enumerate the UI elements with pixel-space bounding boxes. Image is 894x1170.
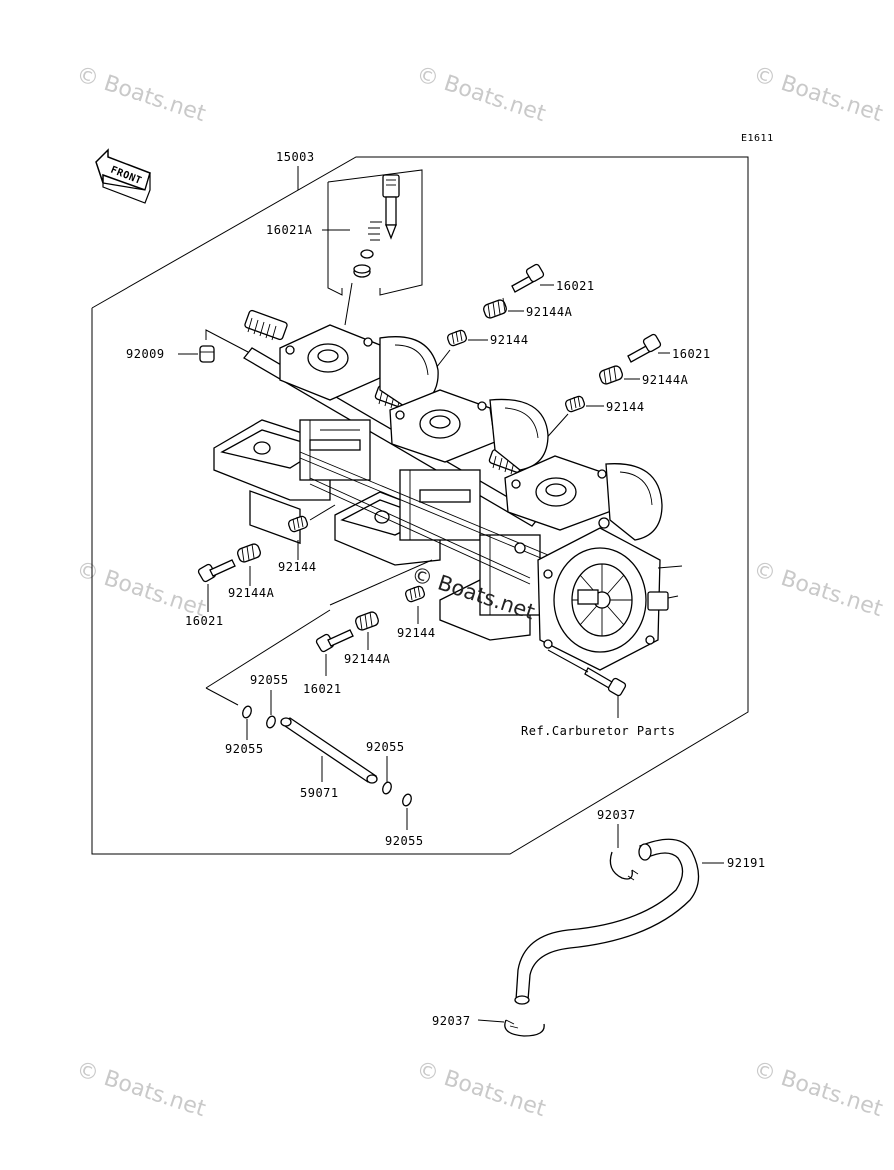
part-label-16021: 16021 bbox=[303, 682, 342, 696]
part-label-92055: 92055 bbox=[366, 740, 405, 754]
part-label-59071: 59071 bbox=[300, 786, 339, 800]
clamp-92037-icon bbox=[504, 1019, 545, 1037]
part-label-92055: 92055 bbox=[225, 742, 264, 756]
spring-92144-icon bbox=[287, 515, 309, 533]
spring-92144-icon bbox=[446, 329, 468, 347]
part-label-15003: 15003 bbox=[276, 150, 315, 164]
spring-92144a-icon bbox=[237, 543, 261, 563]
part-label-16021: 16021 bbox=[185, 614, 224, 628]
watermark: © Boats.net bbox=[413, 62, 549, 127]
o-ring-92055-icon bbox=[242, 705, 276, 729]
part-label-92144a: 92144A bbox=[344, 652, 391, 666]
part-label-92055: 92055 bbox=[385, 834, 424, 848]
part-label-92037: 92037 bbox=[432, 1014, 471, 1028]
watermark: © Boats.net bbox=[750, 557, 886, 622]
watermark: © Boats.net bbox=[413, 1057, 549, 1122]
part-label-92144a: 92144A bbox=[526, 305, 573, 319]
part-label-92009: 92009 bbox=[126, 347, 165, 361]
screw-ref-icon bbox=[584, 667, 627, 697]
carburetor-assembly-illustration bbox=[213, 309, 683, 671]
clamp-92037-icon bbox=[609, 851, 639, 881]
watermark: © Boats.net bbox=[750, 62, 886, 127]
part-label-92144: 92144 bbox=[606, 400, 645, 414]
front-arrow-icon: FRONT bbox=[95, 148, 151, 204]
fuel-pipe-59071-icon bbox=[280, 717, 378, 784]
assembly-outline bbox=[91, 156, 749, 855]
watermark: © Boats.net bbox=[750, 1057, 886, 1122]
part-label-92144: 92144 bbox=[397, 626, 436, 640]
part-label-92055: 92055 bbox=[250, 673, 289, 687]
screw-16021-icon bbox=[315, 629, 354, 653]
part-label-16021a: 16021A bbox=[266, 223, 313, 237]
watermark: © Boats.net bbox=[73, 62, 209, 127]
watermark: © Boats.net bbox=[73, 557, 209, 622]
diagram-code: E1611 bbox=[741, 133, 774, 144]
part-label-92037: 92037 bbox=[597, 808, 636, 822]
part-label-92144: 92144 bbox=[490, 333, 529, 347]
hose-92191-icon bbox=[514, 838, 700, 1005]
ref-carburetor-parts-note: Ref.Carburetor Parts bbox=[521, 724, 676, 738]
part-label-16021: 16021 bbox=[556, 279, 595, 293]
spring-92144a-icon bbox=[355, 611, 379, 631]
spring-92144a-icon bbox=[483, 297, 507, 319]
screw-16021-icon bbox=[627, 333, 662, 363]
part-label-16021: 16021 bbox=[672, 347, 711, 361]
part-label-92144: 92144 bbox=[278, 560, 317, 574]
part-label-92144a: 92144A bbox=[228, 586, 275, 600]
spring-92144a-icon bbox=[599, 365, 623, 385]
spring-92144-icon bbox=[404, 585, 426, 603]
watermark: © Boats.net bbox=[73, 1057, 209, 1122]
screw-16021-icon bbox=[511, 263, 545, 293]
o-ring-92055-icon bbox=[382, 781, 412, 807]
spring-92144-icon bbox=[564, 395, 586, 413]
part-label-92191: 92191 bbox=[727, 856, 766, 870]
screw-92009-icon bbox=[199, 345, 215, 363]
pilot-screw-16021a-icon bbox=[353, 174, 400, 278]
screw-16021-icon bbox=[197, 559, 236, 583]
part-label-92144a: 92144A bbox=[642, 373, 689, 387]
